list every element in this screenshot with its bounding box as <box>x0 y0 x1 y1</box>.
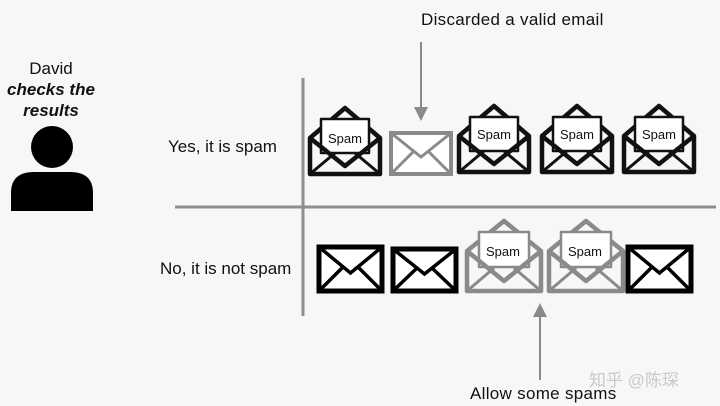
spam-tag: Spam <box>642 127 676 142</box>
spam-tag: Spam <box>328 131 362 146</box>
open-spam-envelope-icon <box>464 218 544 294</box>
open-spam-envelope-icon <box>621 103 697 175</box>
closed-envelope-icon <box>625 244 694 294</box>
person-icon <box>11 126 93 211</box>
spam-tag: Spam <box>560 127 594 142</box>
row-label-no: No, it is not spam <box>160 259 292 278</box>
closed-envelope-icon <box>316 244 385 294</box>
annotation-allowed: Allow some spams <box>470 384 617 403</box>
closed-envelope-icon <box>390 246 459 294</box>
annotation-discarded: Discarded a valid email <box>421 10 604 29</box>
watermark: 知乎 @陈琛 <box>589 371 679 390</box>
row-label-yes: Yes, it is spam <box>168 137 277 156</box>
person-label: David checks the results <box>4 58 98 121</box>
open-spam-envelope-icon <box>307 105 383 177</box>
person-name: David <box>29 59 73 78</box>
person-caption-2: results <box>23 101 79 120</box>
open-spam-envelope-icon <box>539 103 615 175</box>
spam-tag: Spam <box>568 244 602 259</box>
person-caption-1: checks the <box>7 80 95 99</box>
spam-tag: Spam <box>486 244 520 259</box>
open-spam-envelope-icon <box>546 218 626 294</box>
spam-tag: Spam <box>477 127 511 142</box>
open-spam-envelope-icon <box>456 103 532 175</box>
closed-envelope-icon <box>389 131 453 176</box>
